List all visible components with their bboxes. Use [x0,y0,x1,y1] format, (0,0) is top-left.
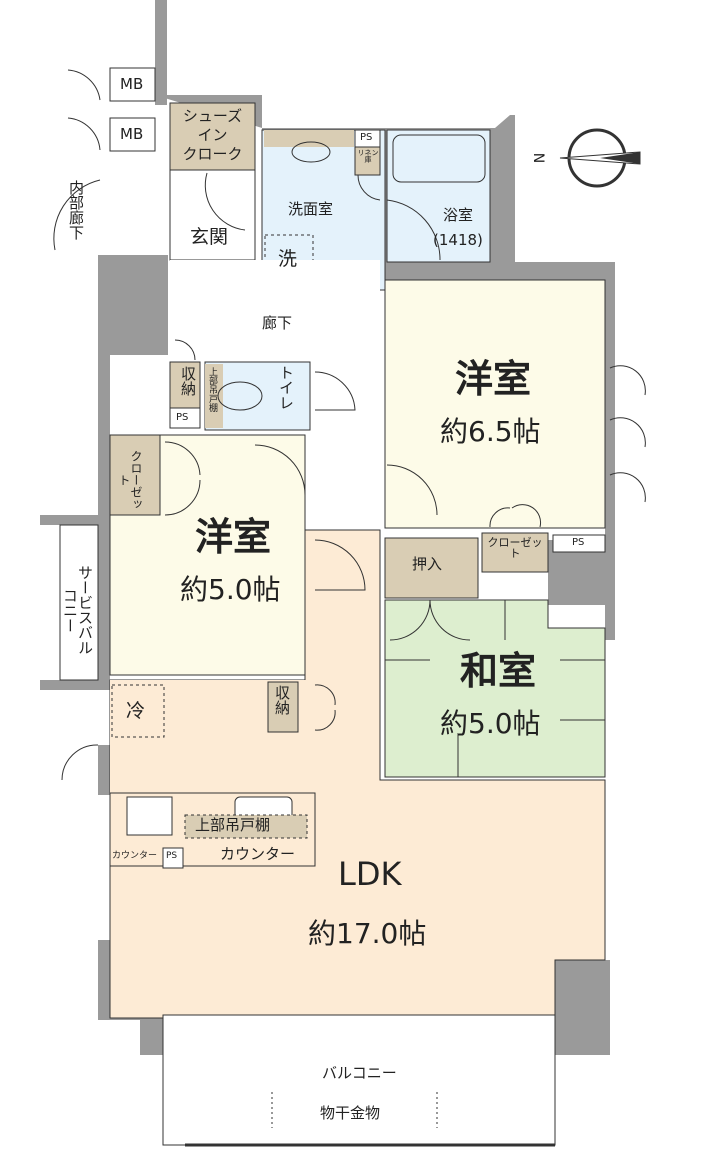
sink-icon [291,141,331,163]
closet-right [481,532,549,573]
washroom-label: 洗面室 [288,200,334,218]
shoes-in-closet-label: シューズ イン クローク [175,107,250,164]
upper-cabinet-label: 上部吊戸棚 [195,816,271,834]
ps-kitchen [162,847,184,869]
counter-small-label: カウンター [112,851,158,861]
linen-storage [354,146,381,176]
ps-right [552,534,606,553]
western-room-1-name: 洋室 [455,357,532,401]
mb-label-1: MB [120,75,144,93]
oshiire [384,537,479,599]
western-room-1-area: 約6.5帖 [440,415,541,448]
drying-hardware-marks [271,1092,438,1128]
washer-label: 洗 [278,248,298,270]
mb-box-1 [109,67,156,102]
hallway-label: 廊下 [262,314,293,332]
bathroom [386,129,491,263]
ldk-name: LDK [338,855,402,893]
upper-cabinet [184,814,308,839]
compass-icon [559,128,641,188]
western-room-2-name: 洋室 [195,515,272,559]
linen-label: リネン庫 [357,149,379,164]
ldk-area: 約17.0帖 [308,917,427,950]
toilet-ps [169,407,201,429]
toilet-storage-label: 収納 [179,366,197,396]
entrance-label: 玄関 [190,226,229,248]
shoes-in-closet-line3: クローク [182,145,243,163]
tatami-lines [385,600,605,777]
bath-size-label: (1418) [433,231,483,249]
toilet-icon [217,381,263,411]
inner-corridor-label: 内部廊下 [67,180,85,240]
toilet-label: トイレ [277,365,295,410]
closet-right-label: クローゼット [487,536,543,560]
north-label: N [530,152,547,164]
toilet-shelf-label: 上部吊戸棚 [207,367,217,412]
doors [53,69,646,781]
ldk-storage [267,681,299,733]
toilet-ps-label: PS [176,412,189,423]
balcony-label: バルコニー [322,1064,397,1082]
fridge-label: 冷 [126,700,146,722]
drying-hardware-label: 物干金物 [320,1104,381,1122]
japanese-room [384,599,606,778]
service-balcony-label: サービスバルコニー [61,565,94,655]
vanity-counter [264,130,354,147]
western-room-1 [384,279,606,529]
service-balcony [59,524,99,681]
japanese-room-name: 和室 [460,649,537,693]
western-room-2-area: 約5.0帖 [180,573,281,606]
closet-left-label: クローゼット [117,450,143,510]
ps-kitchen-label: PS [166,851,178,861]
toilet-shelf [205,364,223,428]
counter-label: カウンター [220,845,296,863]
stove-icon [126,796,173,836]
shoes-in-closet-line2: イン [197,126,228,144]
japanese-room-area: 約5.0帖 [440,707,541,740]
entrance [169,169,256,261]
washer-space [264,234,314,283]
fridge-space [111,684,165,738]
ldk-storage-label: 収納 [273,685,291,715]
ps-wash-label: PS [360,132,373,143]
mb-box-2 [109,117,156,152]
mb-label-2: MB [120,125,144,143]
toilet-storage [169,361,201,409]
oshiire-label: 押入 [412,555,443,573]
bathtub-icon [392,134,486,183]
shoes-in-closet-line1: シューズ [182,107,243,125]
bathroom-label: 浴室 [443,206,474,224]
hallway [170,260,380,360]
ps-right-label: PS [572,537,585,548]
